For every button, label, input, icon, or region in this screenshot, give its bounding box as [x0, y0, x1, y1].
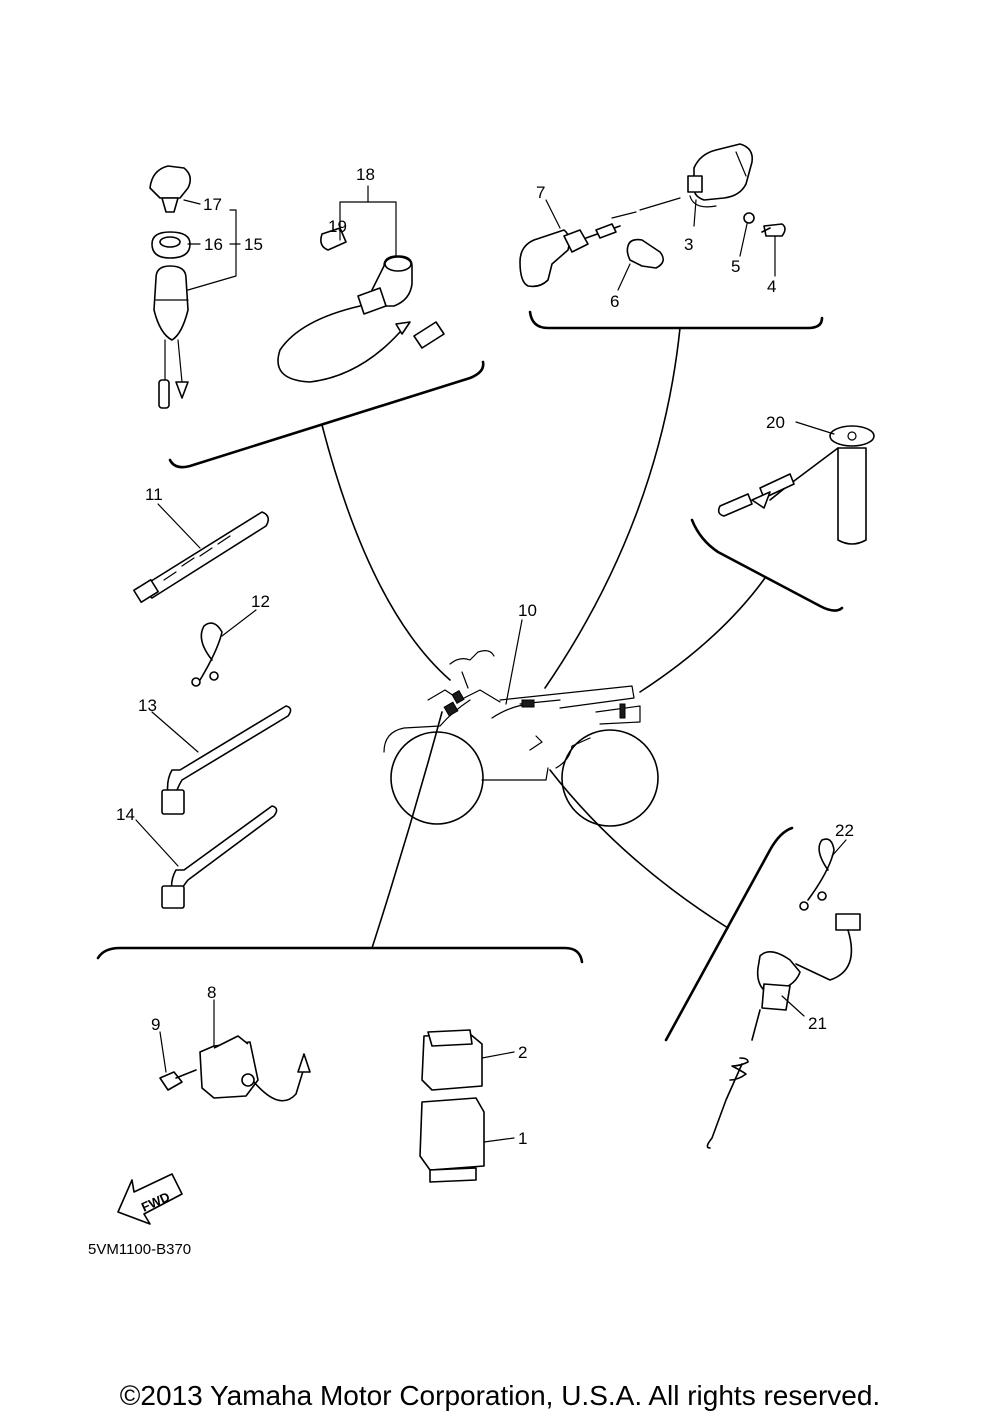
label-1: 1 — [518, 1129, 527, 1148]
label-20: 20 — [766, 413, 785, 432]
label-5: 5 — [731, 257, 740, 276]
leader-lines — [321, 327, 766, 949]
plug-cap-assembly — [277, 227, 445, 383]
label-13: 13 — [138, 696, 157, 715]
label-8: 8 — [207, 983, 216, 1002]
label-6: 6 — [610, 292, 619, 311]
frame-neutral-switch — [664, 826, 794, 1042]
sensor-assembly — [717, 425, 875, 545]
relay-assembly — [159, 1029, 485, 1183]
main-switch-assembly — [149, 165, 192, 409]
label-12: 12 — [251, 592, 270, 611]
label-15: 15 — [244, 235, 263, 254]
label-18: 18 — [356, 165, 375, 184]
starter-cable-assembly — [519, 143, 786, 288]
label-19: 19 — [328, 217, 347, 236]
neutral-switch-assembly — [706, 838, 861, 1149]
label-16: 16 — [204, 235, 223, 254]
label-10: 10 — [518, 601, 537, 620]
callout-labels: 17 16 15 18 19 7 3 5 4 6 20 10 11 12 13 … — [116, 165, 854, 1148]
frame-starter-cable — [528, 310, 824, 330]
bands-and-clamps — [133, 511, 292, 909]
label-11: 11 — [145, 485, 163, 504]
label-17: 17 — [203, 195, 222, 214]
frame-ignition — [168, 360, 485, 469]
frame-relays — [96, 946, 584, 964]
group-frames — [96, 310, 844, 1042]
frame-sensor — [690, 518, 844, 612]
diagram-code: 5VM1100-B370 — [88, 1241, 191, 1258]
label-4: 4 — [767, 277, 776, 296]
label-3: 3 — [684, 235, 693, 254]
label-9: 9 — [151, 1015, 160, 1034]
label-2: 2 — [518, 1043, 527, 1062]
copyright-notice: ©2013 Yamaha Motor Corporation, U.S.A. A… — [119, 1380, 881, 1411]
fwd-arrow: FWD — [117, 1173, 183, 1225]
label-7: 7 — [536, 183, 545, 202]
atv-silhouette — [383, 650, 659, 827]
label-21: 21 — [808, 1014, 827, 1033]
label-22: 22 — [835, 821, 854, 840]
label-14: 14 — [116, 805, 135, 824]
